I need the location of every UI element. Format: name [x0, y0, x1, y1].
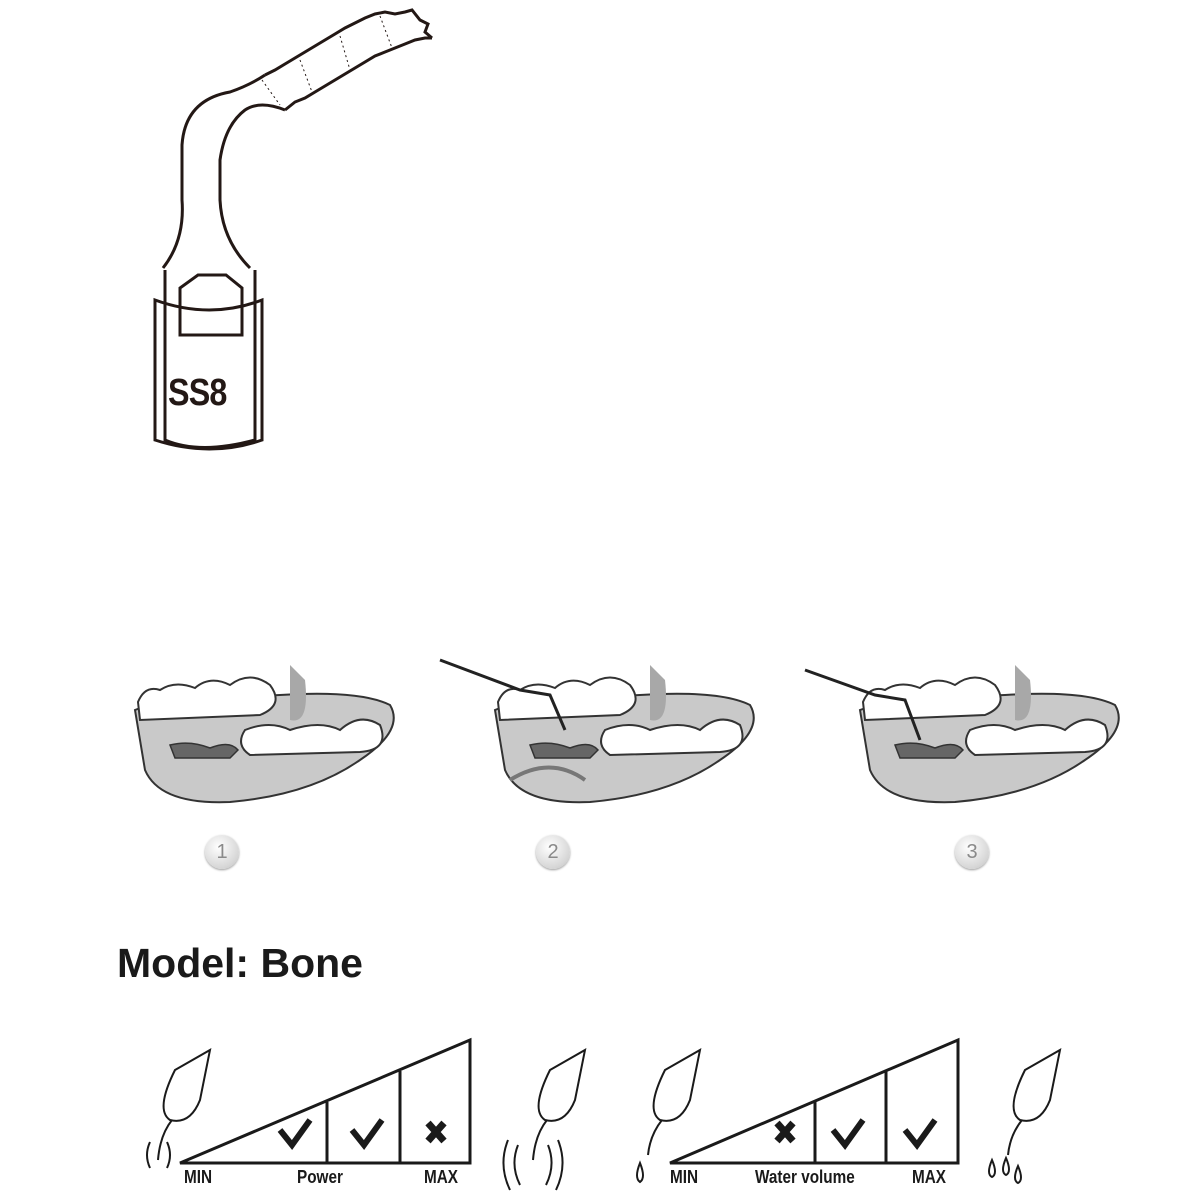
handpiece-icon: [157, 1048, 212, 1161]
check-icon: [902, 1118, 938, 1150]
step-2-illustration: [439, 658, 755, 804]
step-number-2: 2: [536, 835, 570, 869]
handpiece-icon: [647, 1048, 702, 1156]
tip-model-code: SS8: [168, 372, 227, 414]
cross-icon: [425, 1120, 447, 1144]
power-max-label: MAX: [424, 1167, 458, 1187]
water-min-label: MIN: [670, 1167, 699, 1187]
handpiece-icon: [502, 1048, 587, 1191]
power-label: Power: [297, 1167, 343, 1187]
power-min-label: MIN: [184, 1167, 213, 1187]
check-icon: [277, 1118, 313, 1150]
water-max-label: MAX: [912, 1167, 946, 1187]
step-1-illustration: [134, 664, 395, 804]
procedure-illustrations: [134, 658, 1120, 804]
step-number-1: 1: [205, 835, 239, 869]
handpiece-icon: [988, 1048, 1062, 1185]
water-volume-scale: [636, 1037, 1062, 1185]
check-icon: [830, 1118, 866, 1150]
step-number-3: 3: [955, 835, 989, 869]
step-3-illustration: [804, 664, 1120, 804]
water-volume-label: Water volume: [755, 1167, 855, 1187]
ss8-tip-illustration: [153, 8, 433, 451]
model-title: Model: Bone: [117, 940, 363, 986]
power-scale: [146, 1037, 587, 1191]
check-icon: [349, 1118, 385, 1150]
cross-icon: [774, 1120, 796, 1144]
water-drop-icon: [636, 1160, 644, 1184]
